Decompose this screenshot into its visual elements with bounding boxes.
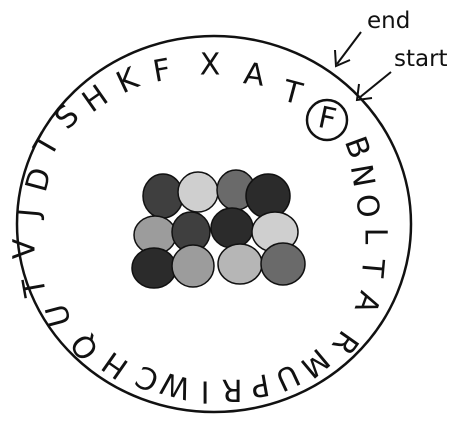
- rock-shape: [172, 245, 214, 287]
- ring-letter: T: [354, 256, 391, 279]
- end-arrow-icon: [335, 32, 361, 66]
- ring-letter: R: [325, 324, 366, 361]
- ring-letter: I: [201, 374, 210, 409]
- start-arrow-icon: [357, 72, 391, 100]
- rock-shape: [218, 244, 262, 284]
- ring-letter: T: [16, 274, 54, 300]
- ring-letter: Q: [64, 327, 106, 366]
- ring-letter: O: [349, 193, 386, 220]
- rock-shape: [132, 248, 176, 288]
- ring-letter: N: [343, 162, 381, 190]
- ring-letter: B: [337, 132, 377, 163]
- ring-letter: A: [242, 56, 268, 94]
- rock-shape: [178, 172, 218, 212]
- rock-shape: [211, 208, 253, 248]
- ring-letter: X: [200, 48, 221, 83]
- end-label: end: [367, 8, 410, 34]
- ring-letter: D: [19, 164, 59, 195]
- ring-letter: R: [222, 372, 243, 407]
- ring-letter: L: [358, 228, 393, 245]
- rock-pile: [132, 170, 305, 288]
- ring-letter: V: [8, 238, 43, 259]
- ring-letter: U: [39, 300, 78, 330]
- ring-letter: P: [248, 366, 272, 404]
- rock-shape: [246, 174, 290, 218]
- rock-shape: [261, 243, 305, 285]
- ring-letter: K: [111, 61, 145, 102]
- ring-letter: T: [278, 73, 306, 112]
- ring-letter: F: [315, 100, 339, 138]
- ring-letter: S: [48, 98, 86, 136]
- ring-letter: T: [27, 128, 67, 163]
- start-label: start: [394, 46, 448, 72]
- ring-letter: F: [150, 52, 173, 89]
- rock-shape: [143, 174, 183, 218]
- ring-letter: A: [347, 287, 387, 319]
